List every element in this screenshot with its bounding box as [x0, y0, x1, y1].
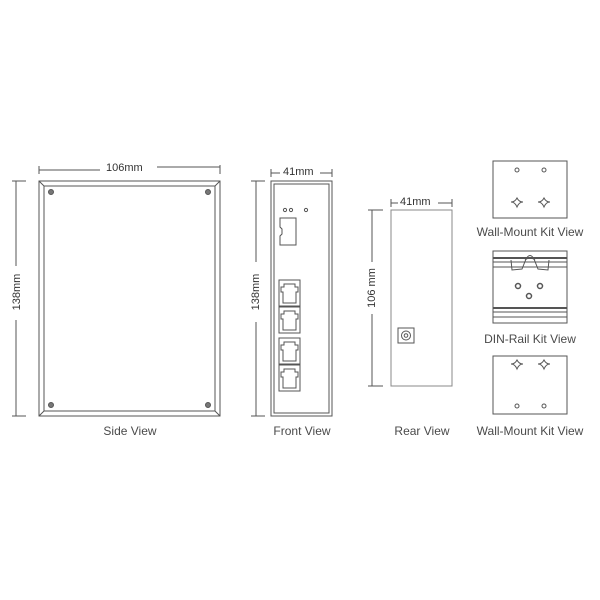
keyhole-icon — [537, 358, 551, 371]
rj45-port-icon — [278, 364, 301, 392]
front-height-dimension: 138mm — [250, 268, 262, 316]
side-height-dimension: 138mm — [11, 268, 23, 316]
side-view-drawing — [12, 165, 221, 417]
mount-hole-icon — [514, 167, 520, 173]
front-view-drawing — [251, 169, 333, 417]
rear-height-dimension: 106 mm — [366, 262, 378, 314]
mount-hole-icon — [541, 167, 547, 173]
wall-mount-kit-bottom-label: Wall-Mount Kit View — [476, 424, 584, 438]
screw-icon — [48, 402, 54, 408]
screw-hole-icon — [514, 282, 522, 290]
side-width-dimension: 106mm — [106, 162, 143, 174]
din-rail-kit-drawing — [492, 250, 568, 324]
wall-mount-kit-top-drawing — [492, 160, 568, 219]
rear-view-drawing — [368, 199, 453, 387]
rj45-port-icon — [278, 279, 301, 307]
screw-icon — [205, 402, 211, 408]
led-icon — [282, 207, 288, 213]
wall-mount-kit-top-label: Wall-Mount Kit View — [476, 225, 584, 239]
led-icon — [288, 207, 294, 213]
rj45-port-icon — [278, 337, 301, 365]
front-view-label: Front View — [273, 424, 331, 438]
keyhole-icon — [537, 196, 551, 209]
din-rail-kit-label: DIN-Rail Kit View — [484, 332, 576, 346]
wall-mount-kit-bottom-drawing — [492, 355, 568, 415]
keyhole-icon — [510, 358, 524, 371]
keyhole-icon — [510, 196, 524, 209]
rear-width-dimension: 41mm — [400, 196, 431, 208]
rj45-port-icon — [278, 306, 301, 334]
screw-hole-icon — [525, 292, 533, 300]
sfp-port-icon — [279, 217, 297, 246]
screw-icon — [48, 189, 54, 195]
screw-hole-icon — [536, 282, 544, 290]
mount-hole-icon — [514, 403, 520, 409]
front-width-dimension: 41mm — [283, 166, 314, 178]
side-view-label: Side View — [103, 424, 157, 438]
power-jack-icon — [397, 327, 415, 344]
rear-view-label: Rear View — [394, 424, 450, 438]
screw-icon — [205, 189, 211, 195]
led-icon — [303, 207, 309, 213]
mount-hole-icon — [541, 403, 547, 409]
